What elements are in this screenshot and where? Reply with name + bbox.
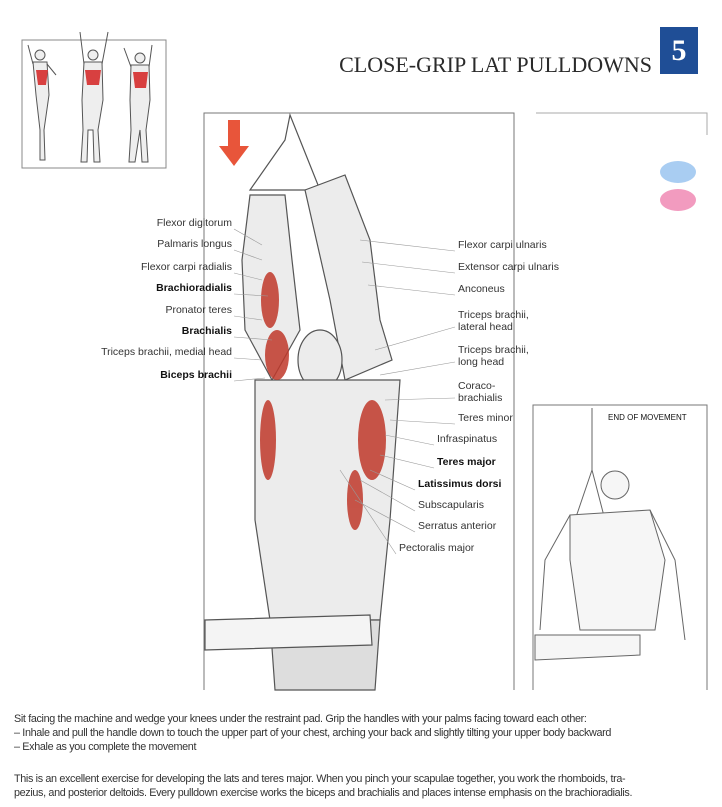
label-line: Triceps brachii, — [458, 309, 529, 321]
instructions: Sit facing the machine and wedge your kn… — [14, 712, 719, 754]
label-serratus-anterior: Serratus anterior — [418, 520, 497, 532]
label-brachioradialis: Brachioradialis — [156, 282, 232, 294]
end-of-movement-inset — [532, 404, 708, 690]
label-triceps-lateral-head: Triceps brachii,lateral head — [458, 309, 529, 333]
label-teres-major: Teres major — [437, 456, 496, 468]
page-title: CLOSE-GRIP LAT PULLDOWNS — [339, 52, 652, 77]
label-extensor-carpi-ulnaris: Extensor carpi ulnaris — [458, 261, 559, 273]
label-coracobrachialis: Coraco-brachialis — [458, 380, 502, 404]
label-brachialis: Brachialis — [181, 325, 232, 337]
label-line: lateral head — [458, 321, 513, 333]
legend-dot-pink — [660, 189, 696, 211]
muscle-map-thumbnail — [21, 31, 167, 169]
instruction-line: – Exhale as you complete the movement — [14, 741, 197, 753]
main-figure — [204, 112, 401, 691]
legend-dot-blue — [660, 161, 696, 183]
label-infraspinatus: Infraspinatus — [437, 433, 498, 445]
label-palmaris-longus: Palmaris longus — [157, 238, 232, 250]
label-triceps-long-head: Triceps brachii,long head — [458, 344, 529, 368]
label-teres-minor: Teres minor — [458, 412, 513, 424]
description-line: pezius, and posterior deltoids. Every pu… — [14, 787, 633, 799]
exercise-number-badge: 5 — [660, 27, 698, 74]
label-line: long head — [458, 356, 505, 368]
label-latissimus-dorsi: Latissimus dorsi — [418, 478, 502, 490]
label-line: Coraco- — [458, 380, 496, 392]
instruction-line: – Inhale and pull the handle down to tou… — [14, 727, 612, 739]
label-flexor-carpi-ulnaris: Flexor carpi ulnaris — [458, 239, 547, 251]
description-line: This is an excellent exercise for develo… — [14, 773, 626, 785]
label-triceps-medial-head: Triceps brachii, medial head — [101, 346, 232, 358]
end-of-movement-label: END OF MOVEMENT — [608, 413, 687, 422]
arrow-down-icon — [219, 120, 249, 166]
label-pronator-teres: Pronator teres — [165, 304, 232, 316]
description: This is an excellent exercise for develo… — [14, 772, 719, 800]
label-biceps-brachii: Biceps brachii — [160, 369, 232, 381]
label-line: Triceps brachii, — [458, 344, 529, 356]
label-anconeus: Anconeus — [458, 283, 505, 295]
label-line: brachialis — [458, 392, 503, 404]
label-flexor-carpi-radialis: Flexor carpi radialis — [140, 261, 232, 273]
label-subscapularis: Subscapularis — [418, 499, 484, 511]
instruction-line: Sit facing the machine and wedge your kn… — [14, 713, 587, 725]
label-pectoralis-major: Pectoralis major — [399, 542, 475, 554]
label-flexor-digitorum: Flexor digitorum — [156, 217, 232, 229]
